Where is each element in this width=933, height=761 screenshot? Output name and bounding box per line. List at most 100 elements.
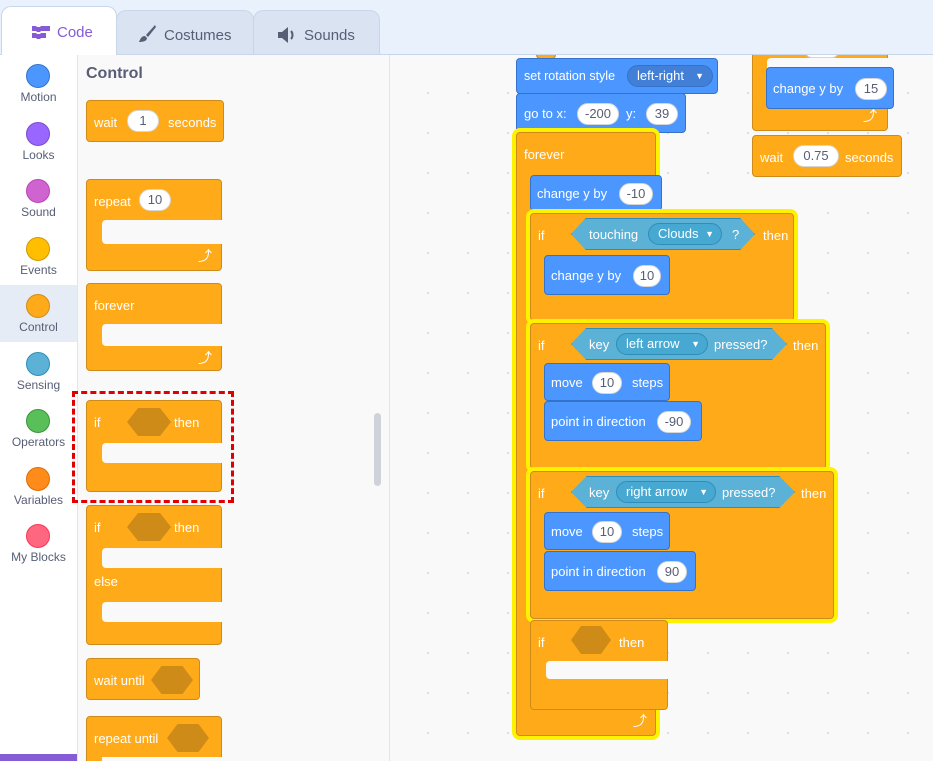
block-label: then [174, 520, 200, 535]
dropdown-value: Clouds [658, 226, 699, 241]
move-steps-block[interactable]: move 10 steps [544, 512, 670, 550]
wait-seconds-input[interactable]: 1 [127, 110, 159, 132]
x-input[interactable]: -200 [577, 103, 619, 125]
block-label: if [94, 520, 101, 535]
block-label: then [793, 338, 819, 353]
block-label: point in direction [551, 564, 646, 579]
category-control[interactable]: Control [0, 285, 77, 342]
block-label: if [538, 486, 545, 501]
block-label: then [619, 635, 645, 650]
palette-if-then-block[interactable]: if then [86, 400, 224, 492]
category-looks[interactable]: Looks [0, 113, 77, 170]
point-direction-block[interactable]: point in direction 90 [544, 551, 696, 591]
block-label: wait [94, 115, 118, 130]
block-label: if [538, 228, 545, 243]
tab-costumes[interactable]: Costumes [116, 10, 254, 54]
category-variables[interactable]: Variables [0, 458, 77, 515]
looks-category-icon [26, 122, 50, 146]
boolean-slot[interactable] [571, 626, 611, 654]
category-sound[interactable]: Sound [0, 170, 77, 227]
category-label: Events [20, 263, 57, 277]
rotation-style-dropdown[interactable]: left-right ▼ [627, 65, 713, 87]
block-label: y: [626, 106, 637, 121]
category-label: Motion [20, 90, 57, 104]
change-y-input[interactable]: 10 [633, 265, 661, 287]
palette-wait-block[interactable]: wait 1 seconds [86, 100, 224, 142]
category-label: Control [19, 320, 58, 334]
block-label: key [589, 337, 610, 352]
palette-repeat-block[interactable]: repeat 10 ⤴ [86, 179, 224, 271]
tab-code-label: Code [57, 24, 93, 41]
if-key-right-block[interactable]: if key right arrow ▼ pressed? then [530, 471, 834, 619]
tab-sounds-label: Sounds [304, 27, 355, 44]
move-steps-input[interactable]: 10 [592, 372, 622, 394]
loop-arrow-icon: ⤴ [198, 248, 212, 264]
wait-block[interactable]: wait 0.75 seconds [752, 135, 902, 177]
block-label: forever [94, 298, 135, 313]
if-then-block[interactable]: if then [530, 620, 670, 710]
c-block-slot [102, 548, 224, 568]
block-label: change y by [773, 81, 844, 96]
boolean-slot[interactable] [151, 666, 193, 694]
block-label: change y by [537, 186, 608, 201]
palette-wait-until-block[interactable]: wait until [86, 658, 200, 700]
wait-seconds-input[interactable]: 0.75 [793, 145, 839, 167]
point-direction-block[interactable]: point in direction -90 [544, 401, 702, 441]
if-key-left-block[interactable]: if key left arrow ▼ pressed? then [530, 323, 826, 469]
block-label: point in direction [551, 414, 646, 429]
category-sensing[interactable]: Sensing [0, 343, 77, 400]
key-pressed-sensor-block[interactable]: key right arrow ▼ pressed? [571, 476, 795, 508]
block-label: if [538, 635, 545, 650]
speaker-icon [276, 26, 298, 48]
touching-sensor-block[interactable]: touching Clouds ▼ ? [571, 218, 755, 250]
dropdown-value: left-right [637, 68, 684, 83]
script-workspace[interactable]: set rotation style left-right ▼ go to x:… [390, 55, 933, 761]
paintbrush-icon [137, 24, 157, 48]
move-steps-block[interactable]: move 10 steps [544, 363, 670, 401]
direction-input[interactable]: -90 [657, 411, 691, 433]
tab-sounds[interactable]: Sounds [253, 10, 380, 54]
sound-category-icon [26, 179, 50, 203]
key-pressed-sensor-block[interactable]: key left arrow ▼ pressed? [571, 328, 787, 360]
key-dropdown[interactable]: right arrow ▼ [616, 481, 716, 503]
palette-if-else-block[interactable]: if then else [86, 505, 224, 645]
set-rotation-style-block[interactable]: set rotation style left-right ▼ [516, 58, 718, 94]
change-y-block[interactable]: change y by -10 [530, 175, 662, 211]
go-to-xy-block[interactable]: go to x: -200 y: 39 [516, 93, 686, 133]
boolean-slot[interactable] [127, 513, 171, 541]
chevron-down-icon: ▼ [695, 71, 704, 81]
variables-category-icon [26, 467, 50, 491]
boolean-slot[interactable] [167, 724, 209, 752]
extension-button-edge[interactable] [0, 754, 77, 761]
category-operators[interactable]: Operators [0, 400, 77, 457]
change-y-block[interactable]: change y by 10 [544, 255, 670, 295]
loop-arrow-icon: ⤴ [863, 108, 877, 124]
sensing-category-icon [26, 352, 50, 376]
category-my-blocks[interactable]: My Blocks [0, 515, 77, 572]
palette-scrollbar[interactable] [374, 413, 381, 486]
change-y-input[interactable]: 15 [855, 78, 887, 100]
move-steps-input[interactable]: 10 [592, 521, 622, 543]
block-label: change y by [551, 268, 622, 283]
category-label: Sound [21, 205, 56, 219]
touching-target-dropdown[interactable]: Clouds ▼ [648, 223, 722, 245]
direction-input[interactable]: 90 [657, 561, 687, 583]
category-events[interactable]: Events [0, 228, 77, 285]
key-dropdown[interactable]: left arrow ▼ [616, 333, 708, 355]
change-y-input[interactable]: -10 [619, 183, 653, 205]
category-label: Sensing [16, 378, 61, 392]
palette-forever-block[interactable]: forever ⤴ [86, 283, 224, 371]
category-label: Variables [13, 493, 64, 507]
tab-code[interactable]: Code [1, 6, 117, 55]
block-label: if [538, 338, 545, 353]
chevron-down-icon: ▼ [705, 229, 714, 239]
palette-repeat-until-block[interactable]: repeat until [86, 716, 224, 761]
block-label: move [551, 375, 583, 390]
y-input[interactable]: 39 [646, 103, 678, 125]
change-y-block[interactable]: change y by 15 [766, 67, 894, 109]
repeat-count-input[interactable]: 10 [139, 189, 171, 211]
dropdown-value: right arrow [626, 484, 688, 499]
my-blocks-category-icon [26, 524, 50, 548]
category-motion[interactable]: Motion [0, 55, 77, 112]
block-label: forever [524, 147, 565, 162]
